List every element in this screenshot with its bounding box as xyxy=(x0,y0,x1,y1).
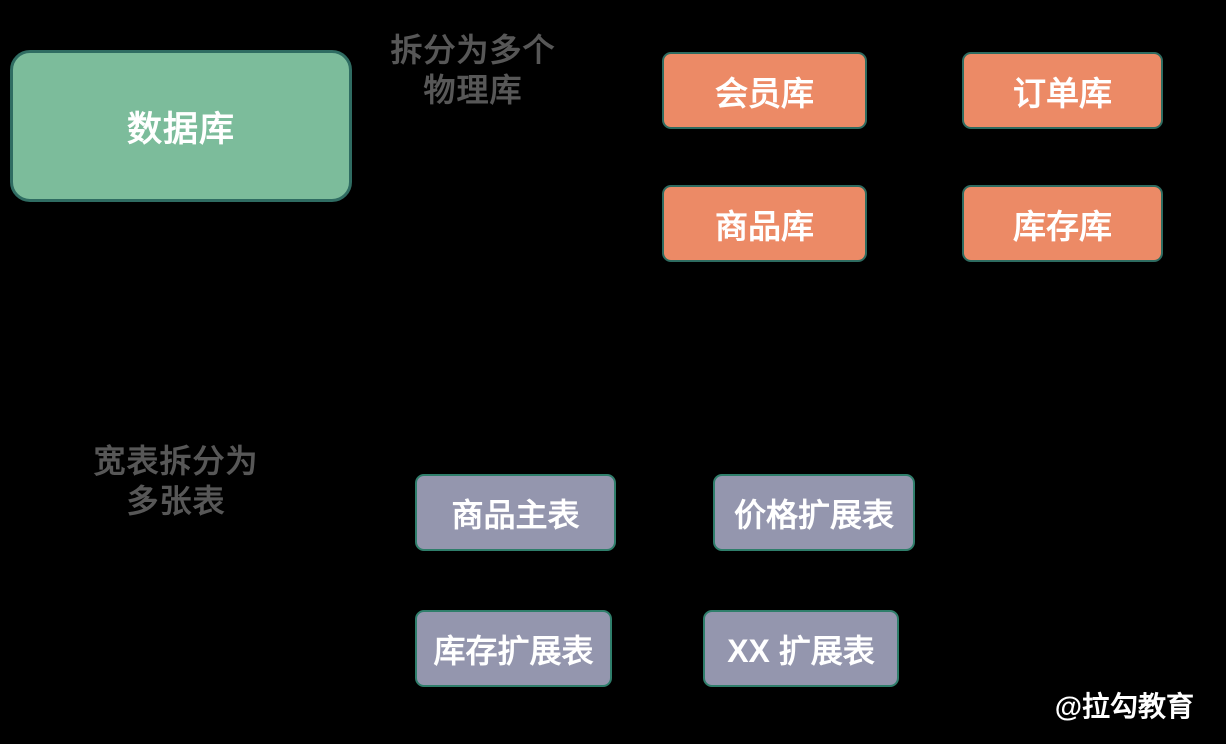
table-box-product-main: 商品主表 xyxy=(415,474,616,551)
physical-db-label: 会员库 xyxy=(715,74,814,112)
table-box-price-ext: 价格扩展表 xyxy=(713,474,915,551)
physical-db-box-member: 会员库 xyxy=(662,52,867,129)
physical-db-label: 商品库 xyxy=(715,207,814,245)
physical-db-label: 库存库 xyxy=(1013,207,1112,245)
physical-db-label: 订单库 xyxy=(1013,74,1112,112)
physical-db-box-inventory: 库存库 xyxy=(962,185,1163,262)
database-box: 数据库 xyxy=(10,50,352,202)
annotation-split-tables-line2: 多张表 xyxy=(126,483,226,519)
table-box-label: 库存扩展表 xyxy=(433,632,594,669)
annotation-split-physical-line1: 拆分为多个 xyxy=(390,32,556,68)
table-box-xx-ext: XX 扩展表 xyxy=(703,610,899,687)
annotation-split-tables-line1: 宽表拆分为 xyxy=(93,443,259,479)
annotation-split-physical: 拆分为多个 物理库 xyxy=(363,30,583,110)
annotation-split-tables: 宽表拆分为 多张表 xyxy=(66,441,286,521)
database-box-label: 数据库 xyxy=(126,109,235,149)
physical-db-box-product: 商品库 xyxy=(662,185,867,262)
table-box-label: XX 扩展表 xyxy=(727,632,875,669)
table-box-inventory-ext: 库存扩展表 xyxy=(415,610,612,687)
watermark: @拉勾教育 xyxy=(1054,691,1194,722)
table-box-label: 商品主表 xyxy=(451,496,580,533)
physical-db-box-order: 订单库 xyxy=(962,52,1163,129)
table-box-label: 价格扩展表 xyxy=(733,496,894,533)
annotation-split-physical-line2: 物理库 xyxy=(423,72,523,108)
